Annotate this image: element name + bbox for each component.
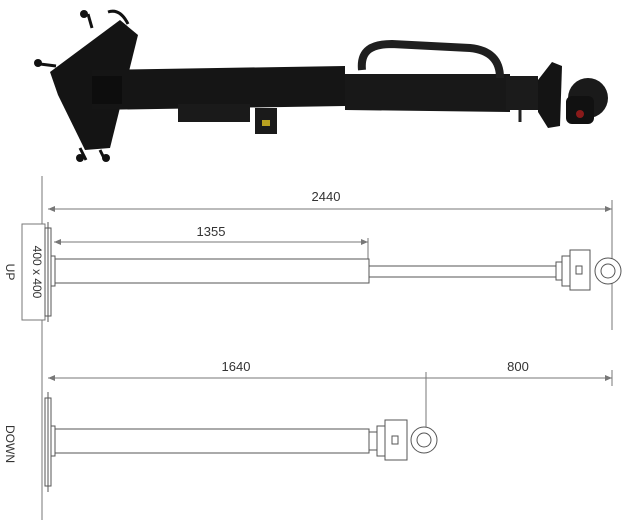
control-box <box>178 104 250 122</box>
arm-extension-tube <box>345 74 510 112</box>
dimension-2440: 2440 <box>312 189 341 204</box>
up-extension-tube <box>368 265 558 278</box>
head-bracket <box>506 76 538 110</box>
product-photo <box>34 9 608 162</box>
up-configuration: 2440 1355 400 x 400 UP <box>3 189 622 330</box>
down-configuration: 1640 800 DOWN <box>3 359 613 492</box>
up-main-tube <box>54 258 370 284</box>
dimension-800: 800 <box>507 359 529 374</box>
plate-size-label: 400 x 400 <box>30 246 44 299</box>
cable-chain <box>357 39 504 79</box>
up-label: UP <box>3 264 17 281</box>
dimension-1355: 1355 <box>197 224 226 239</box>
down-label: DOWN <box>3 425 17 463</box>
arm-main-tube <box>92 66 345 110</box>
down-main-tube <box>54 428 370 454</box>
accent-cap <box>576 110 584 118</box>
dimension-1640: 1640 <box>222 359 251 374</box>
plate-knobs <box>34 9 130 162</box>
